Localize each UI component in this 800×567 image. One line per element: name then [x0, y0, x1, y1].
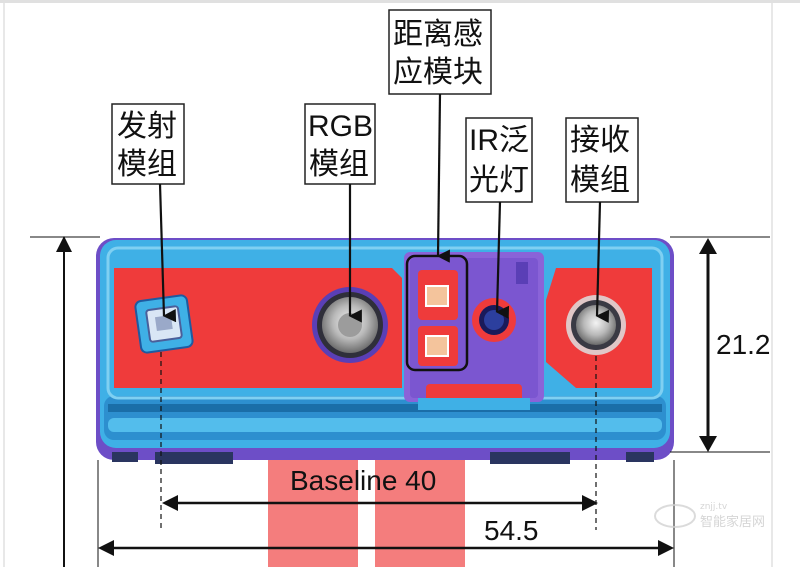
distance-sensor — [418, 270, 458, 366]
receiver-lens — [566, 295, 626, 355]
cloud-icon — [654, 504, 696, 528]
top-border — [0, 0, 800, 3]
callout-rgb: RGB 模组 — [304, 103, 376, 185]
rgb-lens — [312, 287, 388, 363]
ir-label-line2: 光灯 — [469, 163, 529, 198]
distance-arrow — [436, 93, 450, 263]
callout-emitter: 发射 模组 — [111, 103, 185, 185]
callout-receiver: 接收 模组 — [565, 117, 639, 203]
dimension-lines — [3, 3, 773, 567]
watermark: znjj.tv 智能家居网 — [654, 502, 765, 530]
rgb-label-line2: 模组 — [309, 147, 369, 182]
emitter-arrow — [158, 183, 177, 323]
watermark-url: znjj.tv — [700, 502, 728, 512]
width-dimension-label: 54.5 — [484, 515, 539, 546]
leader-arrows — [158, 93, 610, 323]
height-dimension-label: 21.2 — [716, 329, 771, 360]
watermark-brand: 智能家居网 — [700, 514, 765, 530]
distance-label-line2: 应模块 — [393, 55, 483, 90]
ir-arrow — [495, 201, 510, 319]
callout-distance: 距离感 应模块 — [388, 9, 492, 95]
receiver-arrow — [595, 201, 610, 323]
ir-label-line1: IR泛 — [469, 124, 529, 157]
rgb-label-line1: RGB — [308, 110, 373, 143]
baseline-dimension-label: Baseline 40 — [290, 465, 436, 496]
receiver-label-line2: 模组 — [570, 163, 630, 198]
receiver-label-line1: 接收 — [570, 123, 630, 158]
callout-ir: IR泛 光灯 — [465, 117, 533, 203]
distance-sensor-outline — [405, 254, 469, 372]
distance-label-line1: 距离感 — [393, 17, 483, 52]
emitter-label-line1: 发射 — [117, 109, 177, 144]
emitter-label-line2: 模组 — [117, 147, 177, 182]
